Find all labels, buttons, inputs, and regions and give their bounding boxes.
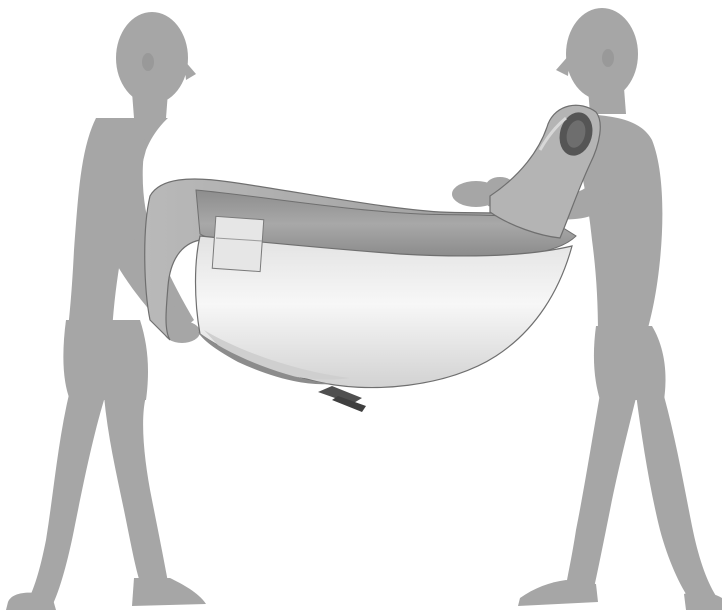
- left-person-figure: [6, 12, 206, 610]
- massage-chair: [145, 105, 601, 412]
- chair-label-patch: [212, 216, 264, 271]
